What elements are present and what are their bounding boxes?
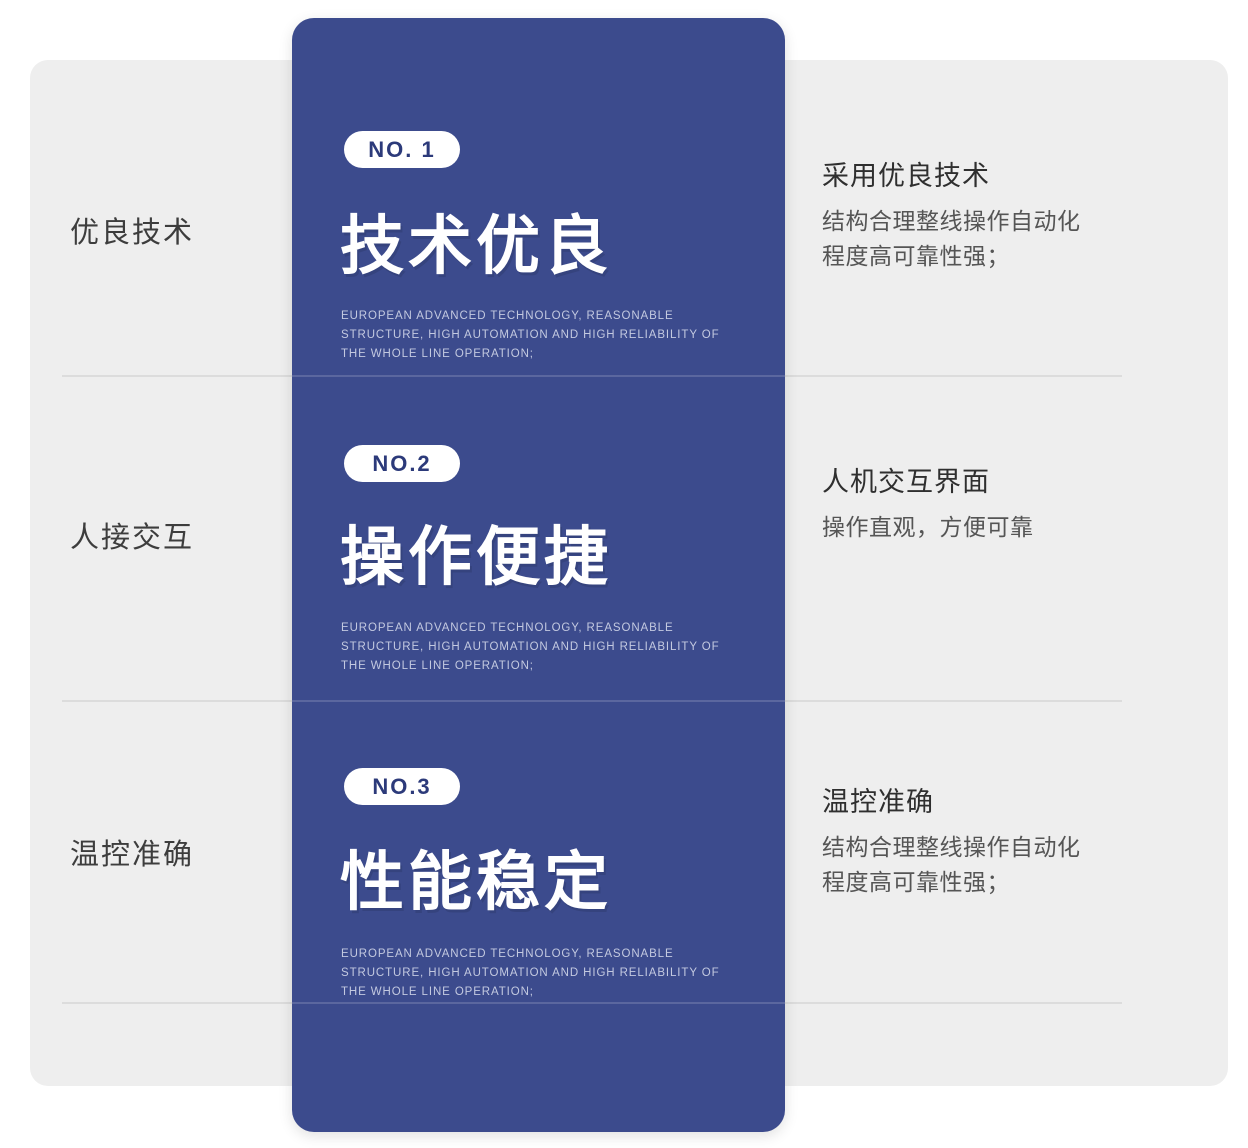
feature-caption-2: EUROPEAN ADVANCED TECHNOLOGY, REASONABLE… [341,622,720,672]
feature-detail-3: 温控准确 结构合理整线操作自动化 程度高可靠性强； [822,786,1182,901]
feature-detail-line: 结构合理整线操作自动化 [822,207,1081,234]
feature-headline-2: 操作便捷 [340,521,612,593]
rank-badge-label: NO.3 [372,773,432,799]
feature-detail-title-3: 温控准确 [822,787,934,817]
feature-detail-line: 程度高可靠性强； [822,869,1010,896]
card-seam [292,700,785,702]
feature-highlight-card: NO. 1 技术优良 EUROPEAN ADVANCED TECHNOLOGY,… [292,18,785,1132]
feature-detail-line: 操作直观，方便可靠 [822,513,1034,540]
rank-badge-label: NO. 1 [368,136,436,162]
card-seam [292,375,785,377]
feature-headline-1: 技术优良 [340,210,612,282]
feature-panel-3: NO.3 性能稳定 EUROPEAN ADVANCED TECHNOLOGY, … [292,702,785,1002]
feature-detail-2: 人机交互界面 操作直观，方便可靠 [822,466,1182,545]
feature-left-label-1: 优良技术 [70,217,195,249]
feature-panel-2: NO.2 操作便捷 EUROPEAN ADVANCED TECHNOLOGY, … [292,377,785,700]
feature-detail-title-1: 采用优良技术 [822,161,990,191]
feature-detail-line: 程度高可靠性强； [822,243,1010,270]
rank-badge-2: NO.2 [344,445,460,482]
card-seam [292,1002,785,1004]
feature-left-label-3: 温控准确 [70,839,195,871]
feature-headline-3: 性能稳定 [340,846,612,918]
feature-left-label-2: 人接交互 [70,522,195,554]
feature-caption-3: EUROPEAN ADVANCED TECHNOLOGY, REASONABLE… [341,948,720,998]
feature-caption-1: EUROPEAN ADVANCED TECHNOLOGY, REASONABLE… [341,310,720,360]
feature-detail-line: 结构合理整线操作自动化 [822,833,1081,860]
rank-badge-label: NO.2 [372,450,432,476]
feature-detail-1: 采用优良技术 结构合理整线操作自动化 程度高可靠性强； [822,160,1182,275]
rank-badge-3: NO.3 [344,768,460,805]
rank-badge-1: NO. 1 [344,131,460,168]
feature-panel-1: NO. 1 技术优良 EUROPEAN ADVANCED TECHNOLOGY,… [292,18,785,375]
feature-detail-title-2: 人机交互界面 [822,467,990,497]
